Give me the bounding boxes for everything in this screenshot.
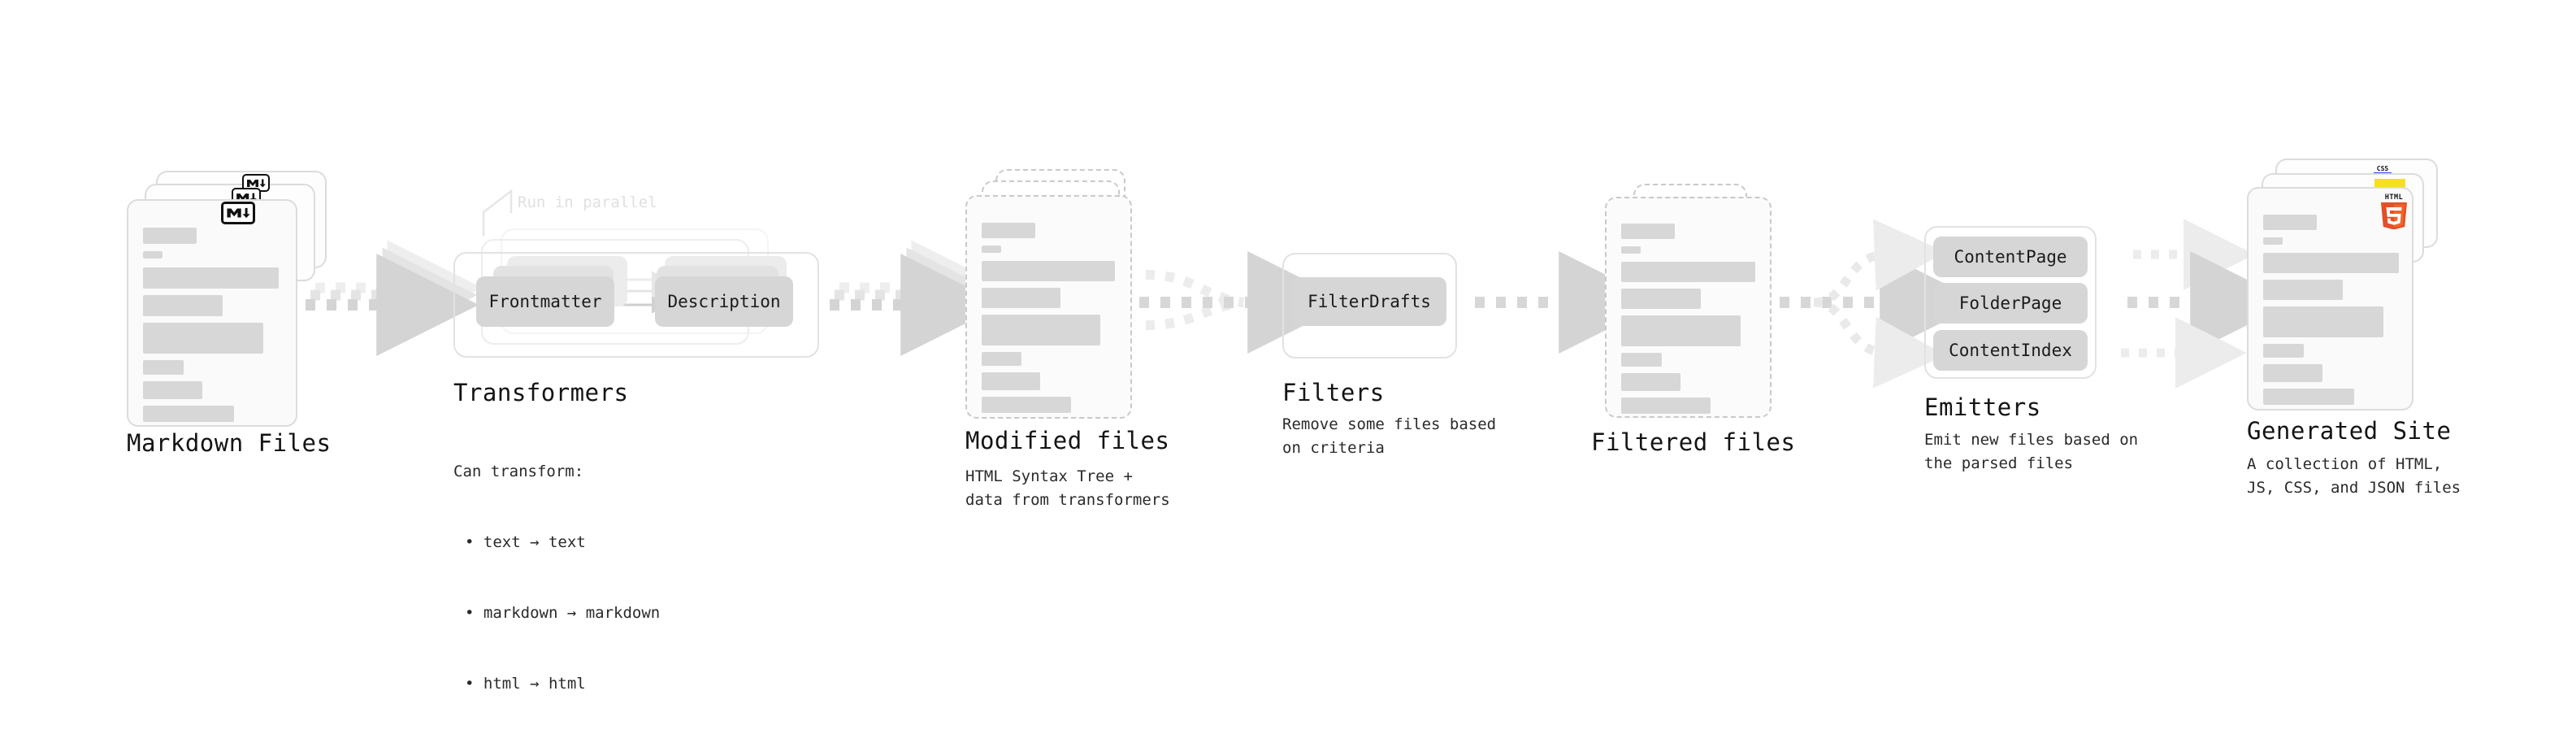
skeleton-line-4 [982,352,1021,366]
filters-description: Remove some files based on criteria [1282,415,1497,457]
skeleton-title [982,223,1035,238]
filters-panel [1282,253,1457,358]
skeleton-line-5 [982,372,1040,390]
skeleton-title [1621,224,1675,239]
skeleton-line-3 [2263,306,2383,337]
skeleton-line-1 [1621,262,1755,282]
chip-folderpage[interactable]: FolderPage [1933,283,2088,324]
stage-title-filtered-files: Filtered files [1591,428,1796,456]
emitters-panel [1924,226,2097,379]
skeleton-line-1 [982,261,1115,281]
skeleton-sub [143,251,163,259]
run-in-parallel-label: Run in parallel [518,193,657,211]
skeleton-line-3 [982,315,1100,345]
connectors-layer [306,189,2293,389]
stage-title-modified-files: Modified files [965,427,1170,454]
skeleton-line-5 [1621,373,1680,391]
stage-title-transformers: Transformers [453,379,629,406]
run-in-parallel-bracket [482,189,513,236]
stage-title-filters: Filters [1282,379,1385,406]
skeleton-line-1 [2263,253,2399,273]
chip-description[interactable]: Description [655,276,793,327]
connector-markdown-to-transformers [306,240,483,356]
skeleton-line-6 [982,397,1071,413]
skeleton-line-4 [2263,344,2304,358]
filtered-card-front [1605,197,1772,418]
skeleton-line-6 [143,406,234,422]
skeleton-line-5 [2263,364,2322,382]
connector-transformers-to-modified [830,240,1007,356]
modified-files-description: HTML Syntax Tree + data from transformer… [965,467,1170,509]
skeleton-sub [2263,237,2283,245]
skeleton-sub [1621,246,1641,254]
transform-bullet-0-text: text → text [483,533,586,551]
chip-contentpage[interactable]: ContentPage [1933,237,2088,277]
chip-filterdrafts[interactable]: FilterDrafts [1292,277,1446,326]
chip-contentindex[interactable]: ContentIndex [1933,330,2088,371]
skeleton-title [2263,215,2317,230]
stage-title-generated-site: Generated Site [2247,417,2452,445]
skeleton-line-3 [143,323,263,354]
markdown-icon [221,202,255,224]
transform-bullet-2-text: html → html [483,675,586,693]
transform-bullet-1-text: markdown → markdown [483,604,661,622]
stage-title-emitters: Emitters [1924,393,2041,421]
skeleton-line-4 [143,360,184,375]
skeleton-line-2 [982,288,1060,308]
transform-bullet-0: • text → text [465,533,586,551]
skeleton-sub [982,245,1001,253]
skeleton-line-6 [2263,389,2354,405]
connector-emitters-to-site [2121,219,2293,389]
skeleton-line-2 [2263,280,2343,300]
emitters-description: Emit new files based on the parsed files [1924,431,2139,472]
modified-card-front [965,195,1132,419]
transform-bullet-1: • markdown → markdown [465,604,661,622]
skeleton-title [143,228,197,244]
skeleton-line-5 [143,381,202,399]
markdown-card-front [127,199,297,427]
generated-site-description: A collection of HTML, JS, CSS, and JSON … [2247,455,2461,497]
html5-icon: HTML [2377,192,2411,230]
diagram-canvas: Markdown Files Frontmatter Frontmatter F… [127,159,2461,693]
transformers-description: Can transform: • text → text • markdown … [453,413,660,743]
connector-filtered-to-emitters [1780,219,1983,389]
skeleton-line-4 [1621,353,1662,367]
can-transform-label: Can transform: [453,463,584,480]
stage-title-markdown-files: Markdown Files [127,429,332,457]
connector-modified-to-filters [1139,251,1351,354]
skeleton-line-2 [1621,289,1701,309]
svg-text:CSS: CSS [2377,165,2389,172]
skeleton-line-1 [143,267,279,289]
skeleton-line-6 [1621,398,1711,414]
skeleton-line-3 [1621,315,1741,346]
transform-bullet-2: • html → html [465,675,586,693]
transformers-panel-front [453,252,819,358]
skeleton-line-2 [143,295,223,316]
chip-frontmatter[interactable]: Frontmatter [476,276,614,327]
svg-text:HTML: HTML [2385,193,2403,202]
